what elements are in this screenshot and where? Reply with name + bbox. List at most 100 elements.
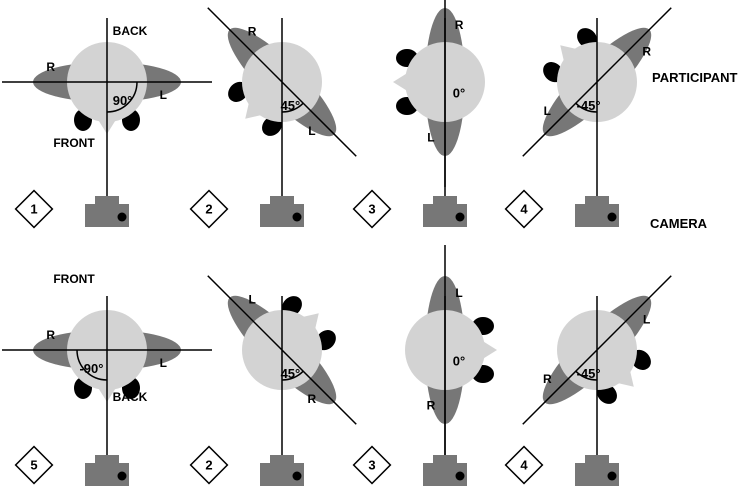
step-number: 3 xyxy=(368,457,375,472)
camera-body xyxy=(85,204,129,227)
right-side-label: R xyxy=(308,392,317,406)
step-diamond xyxy=(504,445,544,485)
right-side-label: R xyxy=(543,372,552,386)
shoulder-axis-line xyxy=(207,7,357,157)
camera-body xyxy=(423,463,467,486)
camera-lens xyxy=(455,212,465,222)
left-side-label: L xyxy=(308,124,315,138)
angle-label: 0° xyxy=(453,85,465,100)
angle-label: 90° xyxy=(113,93,133,108)
step-number: 1 xyxy=(30,201,37,216)
panel-2: 45° R L 2 xyxy=(189,7,357,229)
participant-body-group xyxy=(542,295,652,405)
right-side-label: R xyxy=(642,44,651,58)
panel-7: 0° R L 3 xyxy=(352,245,497,486)
angle-arc xyxy=(575,370,598,381)
right-side-label: R xyxy=(248,24,257,38)
left-side-label: L xyxy=(455,286,462,300)
angle-label: -90° xyxy=(79,361,103,376)
nose-triangle xyxy=(300,313,319,332)
right-side-label: R xyxy=(455,18,464,32)
nose-triangle xyxy=(393,72,409,92)
angle-arc xyxy=(106,81,138,113)
step-number: 5 xyxy=(30,457,37,472)
step-diamond xyxy=(14,445,54,485)
left-side-label: L xyxy=(643,312,650,326)
camera-top xyxy=(433,196,457,204)
camera-top xyxy=(95,455,119,463)
step-diamond xyxy=(352,445,392,485)
camera-top xyxy=(433,455,457,463)
right-side-label: R xyxy=(46,328,55,342)
camera-body xyxy=(260,204,304,227)
angle-label: 45° xyxy=(281,98,301,113)
camera-lens xyxy=(455,471,465,481)
panel-5: -90° R L FRONT BACK 5 xyxy=(2,272,212,486)
step-diamond xyxy=(189,189,229,229)
panel-6: 45° R L 2 xyxy=(189,275,357,486)
camera-body xyxy=(575,463,619,486)
front-label: FRONT xyxy=(53,272,95,286)
camera-body xyxy=(575,204,619,227)
nose-triangle xyxy=(560,45,579,64)
camera-top xyxy=(270,196,294,204)
panel-3: 0° R L 3 xyxy=(352,0,485,229)
step-number: 2 xyxy=(205,457,212,472)
camera-body xyxy=(85,463,129,486)
angle-arc xyxy=(575,102,598,113)
step-diamond xyxy=(14,189,54,229)
angle-label: -45° xyxy=(577,366,601,381)
step-number: 3 xyxy=(368,201,375,216)
camera-lens xyxy=(117,471,127,481)
angle-label: 0° xyxy=(453,353,465,368)
panel-1: 90° R L FRONT BACK 1 xyxy=(2,18,212,229)
participant-body-group xyxy=(393,8,485,156)
participant-label: PARTICIPANT xyxy=(652,70,738,85)
camera-label: CAMERA xyxy=(650,216,708,231)
angle-arc xyxy=(76,349,108,381)
angle-arc xyxy=(281,102,304,113)
camera-body xyxy=(423,204,467,227)
step-number: 4 xyxy=(520,201,528,216)
left-side-label: L xyxy=(544,104,551,118)
camera-lens xyxy=(607,212,617,222)
left-side-label: L xyxy=(248,292,255,306)
camera-body xyxy=(260,463,304,486)
nose-triangle xyxy=(615,368,634,387)
participant-body-group xyxy=(227,27,337,137)
nose-triangle xyxy=(481,340,497,360)
step-diamond xyxy=(504,189,544,229)
shoulder-axis-line xyxy=(522,7,672,157)
panel-8: -45° R L 4 xyxy=(504,275,672,486)
shoulder-axis-line xyxy=(522,275,672,425)
camera-lens xyxy=(607,471,617,481)
step-number: 4 xyxy=(520,457,528,472)
participant-body-group xyxy=(405,276,497,424)
right-side-label: R xyxy=(46,60,55,74)
front-label: FRONT xyxy=(53,136,95,150)
step-diamond xyxy=(352,189,392,229)
nose-triangle xyxy=(245,100,264,119)
step-diamond xyxy=(189,445,229,485)
camera-top xyxy=(585,455,609,463)
angle-label: -45° xyxy=(577,98,601,113)
left-side-label: L xyxy=(160,356,167,370)
camera-lens xyxy=(292,212,302,222)
angle-label: 45° xyxy=(281,366,301,381)
camera-top xyxy=(585,196,609,204)
right-side-label: R xyxy=(427,398,436,412)
left-side-label: L xyxy=(427,130,434,144)
step-number: 2 xyxy=(205,201,212,216)
angle-arc xyxy=(281,370,304,381)
panel-4: -45° R L 4 xyxy=(504,7,672,229)
back-label: BACK xyxy=(113,24,148,38)
camera-lens xyxy=(117,212,127,222)
participant-body-group xyxy=(227,295,337,405)
camera-top xyxy=(270,455,294,463)
camera-top xyxy=(95,196,119,204)
camera-lens xyxy=(292,471,302,481)
left-side-label: L xyxy=(160,88,167,102)
back-label: BACK xyxy=(113,390,148,404)
